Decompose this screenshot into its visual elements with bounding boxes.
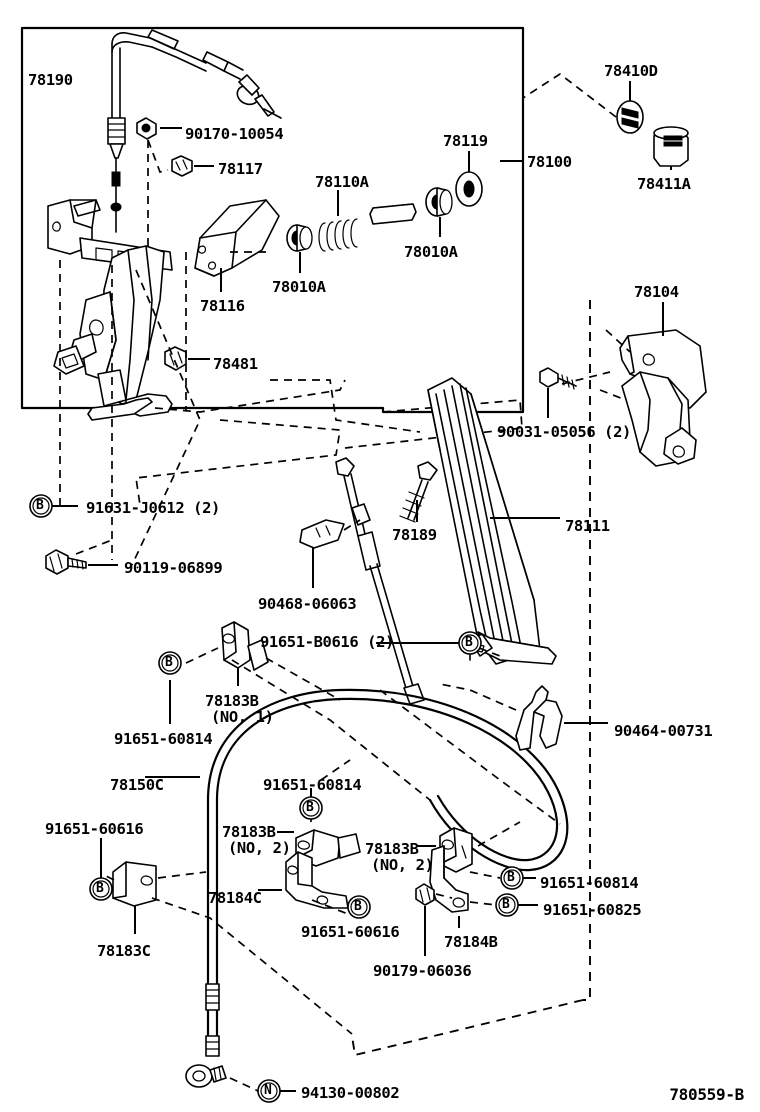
part-78104-bracket bbox=[599, 302, 707, 467]
label-78119: 78119 bbox=[443, 132, 488, 150]
label-90464-00731: 90464-00731 bbox=[614, 722, 713, 740]
part-78119-collar bbox=[369, 151, 483, 237]
label-78183B-no1-top: 78183B bbox=[205, 692, 259, 710]
callout-glyph-b5: B bbox=[96, 881, 104, 896]
label-78116: 78116 bbox=[200, 297, 245, 315]
part-rod-assembly bbox=[335, 457, 425, 705]
dashed-guides-lower bbox=[231, 659, 561, 825]
callout-B-2 bbox=[158, 651, 182, 675]
label-78183C: 78183C bbox=[97, 942, 151, 960]
label-78183B-no2-r-top: 78183B bbox=[365, 840, 419, 858]
part-90179-06036 bbox=[415, 883, 453, 956]
dashed-guides-upper bbox=[59, 140, 421, 566]
callout-glyph-n9: N bbox=[264, 1083, 272, 1098]
label-78190: 78190 bbox=[28, 71, 73, 89]
label-78189: 78189 bbox=[392, 526, 437, 544]
part-78410D bbox=[522, 72, 644, 134]
label-78183B-no2-c-top: 78183B bbox=[222, 823, 276, 841]
label-78184C: 78184C bbox=[208, 889, 262, 907]
label-90468-06063: 90468-06063 bbox=[258, 595, 357, 613]
part-78183C bbox=[105, 861, 353, 1035]
label-94130-00802: 94130-00802 bbox=[301, 1084, 400, 1102]
part-78190-cable bbox=[107, 29, 282, 233]
callout-B-1 bbox=[29, 494, 53, 518]
part-78481 bbox=[164, 346, 210, 371]
part-90170-10054 bbox=[136, 117, 182, 174]
part-90031-05056 bbox=[539, 367, 611, 418]
label-78110A: 78110A bbox=[315, 173, 369, 191]
part-90464-00731 bbox=[439, 683, 608, 751]
part-78189 bbox=[399, 461, 438, 523]
callout-glyph-b8: B bbox=[502, 897, 510, 912]
label-91651-60814-a: 91651-60814 bbox=[114, 730, 213, 748]
label-78184B: 78184B bbox=[444, 933, 498, 951]
callout-markers bbox=[29, 494, 538, 1103]
label-91651-60814-c: 91651-60814 bbox=[540, 874, 639, 892]
part-78010A-left bbox=[286, 224, 313, 273]
callout-B-4 bbox=[299, 796, 323, 820]
label-78150C: 78150C bbox=[110, 776, 164, 794]
label-78117: 78117 bbox=[218, 160, 263, 178]
label-90119-06899: 90119-06899 bbox=[124, 559, 223, 577]
callout-glyph-b2: B bbox=[165, 655, 173, 670]
callout-glyph-b3: B bbox=[465, 635, 473, 650]
part-78116-bracket bbox=[194, 199, 280, 292]
label-78410D: 78410D bbox=[604, 62, 658, 80]
label-91651-60616-b: 91651-60616 bbox=[301, 923, 400, 941]
part-78111-pedal bbox=[427, 377, 560, 665]
part-90119-06899 bbox=[45, 539, 118, 575]
label-91651-60825: 91651-60825 bbox=[543, 901, 642, 919]
label-78183B-no2-c-sub: (NO, 2) bbox=[228, 839, 291, 857]
label-78411A: 78411A bbox=[637, 175, 691, 193]
label-90179-06036: 90179-06036 bbox=[373, 962, 472, 980]
dashed-boundary-lower bbox=[344, 300, 591, 1057]
part-78411A bbox=[653, 126, 689, 170]
label-78481: 78481 bbox=[213, 355, 258, 373]
part-78183B-no1 bbox=[185, 621, 341, 701]
label-78010A-right: 78010A bbox=[404, 243, 458, 261]
callout-B-6 bbox=[347, 895, 371, 919]
label-91651-60814-b: 91651-60814 bbox=[263, 776, 362, 794]
label-91631-J0612: 91631-J0612 (2) bbox=[86, 499, 220, 517]
label-91651-60616-a: 91651-60616 bbox=[45, 820, 144, 838]
callout-glyph-b1: B bbox=[36, 498, 44, 513]
figure-number: 780559-B bbox=[669, 1085, 744, 1104]
part-78117 bbox=[171, 155, 214, 177]
callout-glyph-b7: B bbox=[507, 870, 515, 885]
callout-B-3 bbox=[458, 631, 482, 655]
callout-glyph-b4: B bbox=[306, 800, 314, 815]
label-78111: 78111 bbox=[565, 517, 610, 535]
label-78010A-left: 78010A bbox=[272, 278, 326, 296]
label-78183B-no1-sub: (NO, 1) bbox=[211, 708, 274, 726]
callout-glyph-b6: B bbox=[354, 899, 362, 914]
label-78100: 78100 bbox=[527, 153, 572, 171]
label-90170-10054: 90170-10054 bbox=[185, 125, 284, 143]
part-78183B-no2-center bbox=[277, 759, 361, 867]
label-91651-B0616: 91651-B0616 (2) bbox=[260, 633, 394, 651]
part-90468-06063 bbox=[299, 519, 361, 588]
label-90031-05056: 90031-05056 (2) bbox=[497, 423, 631, 441]
part-78184C bbox=[258, 851, 349, 915]
label-78183B-no2-r-sub: (NO, 2) bbox=[371, 856, 434, 874]
part-78110A-spring bbox=[318, 190, 358, 252]
callout-B-5 bbox=[89, 877, 113, 901]
label-78104: 78104 bbox=[634, 283, 679, 301]
pedal-bracket-assembly bbox=[47, 199, 173, 421]
